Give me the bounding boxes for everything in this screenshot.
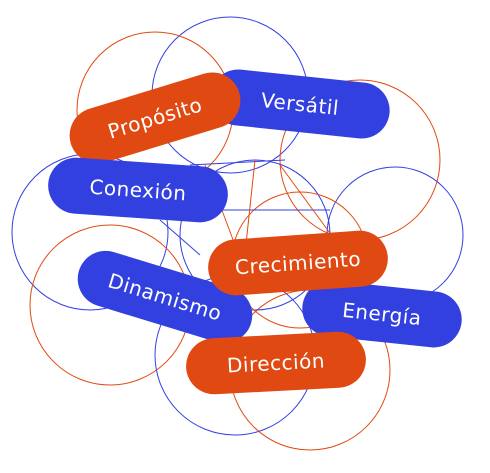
pill-background <box>302 280 462 348</box>
pill-versatil: Versátil <box>210 69 390 139</box>
pill-background <box>186 331 366 395</box>
pill-conexion: Conexión <box>48 157 228 223</box>
pill-background <box>210 69 390 139</box>
pill-background <box>48 157 228 223</box>
pill-label: Dirección <box>226 348 325 377</box>
connector-line <box>189 159 286 166</box>
pill-crecimiento: Crecimiento <box>208 230 388 296</box>
pill-energia: Energía <box>302 280 462 348</box>
pill-background <box>208 230 388 296</box>
connector-line <box>159 219 201 256</box>
pill-proposito: Propósito <box>69 72 241 164</box>
pill-direccion: Dirección <box>186 331 366 395</box>
pill-background <box>77 250 253 344</box>
connector-line <box>279 164 336 241</box>
pill-background <box>69 72 241 164</box>
